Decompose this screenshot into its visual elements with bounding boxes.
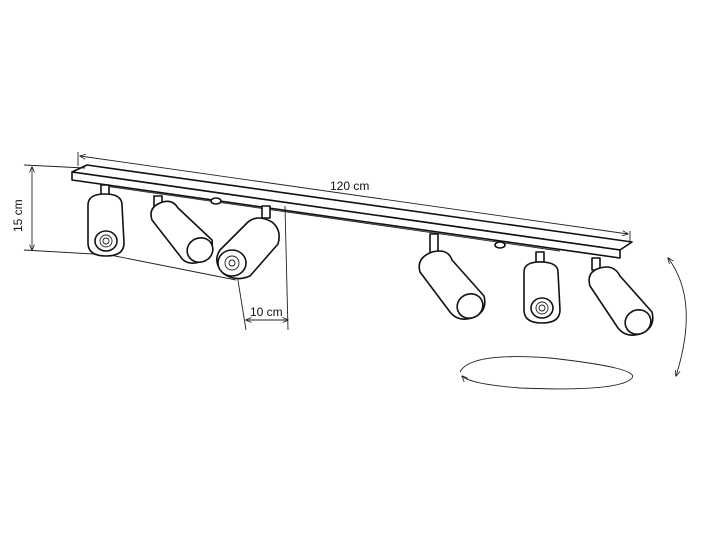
spot-1: [87, 184, 125, 257]
length-label: 120 cm: [330, 179, 369, 193]
spot-2: [150, 195, 214, 264]
spot-5: [523, 251, 561, 324]
height-label: 15 cm: [11, 199, 25, 232]
spot-6: [588, 257, 654, 336]
horizontal-rotation-arrow-icon: [459, 356, 634, 390]
length-dimension: 120 cm: [77, 152, 631, 244]
height-dimension: 15 cm: [11, 164, 111, 256]
width-label: 10 cm: [250, 305, 283, 319]
spot-4: [418, 233, 486, 320]
rail-connectors: [210, 197, 506, 249]
vertical-rotation-arrow-icon: [668, 258, 687, 376]
spot-3: [216, 205, 280, 280]
